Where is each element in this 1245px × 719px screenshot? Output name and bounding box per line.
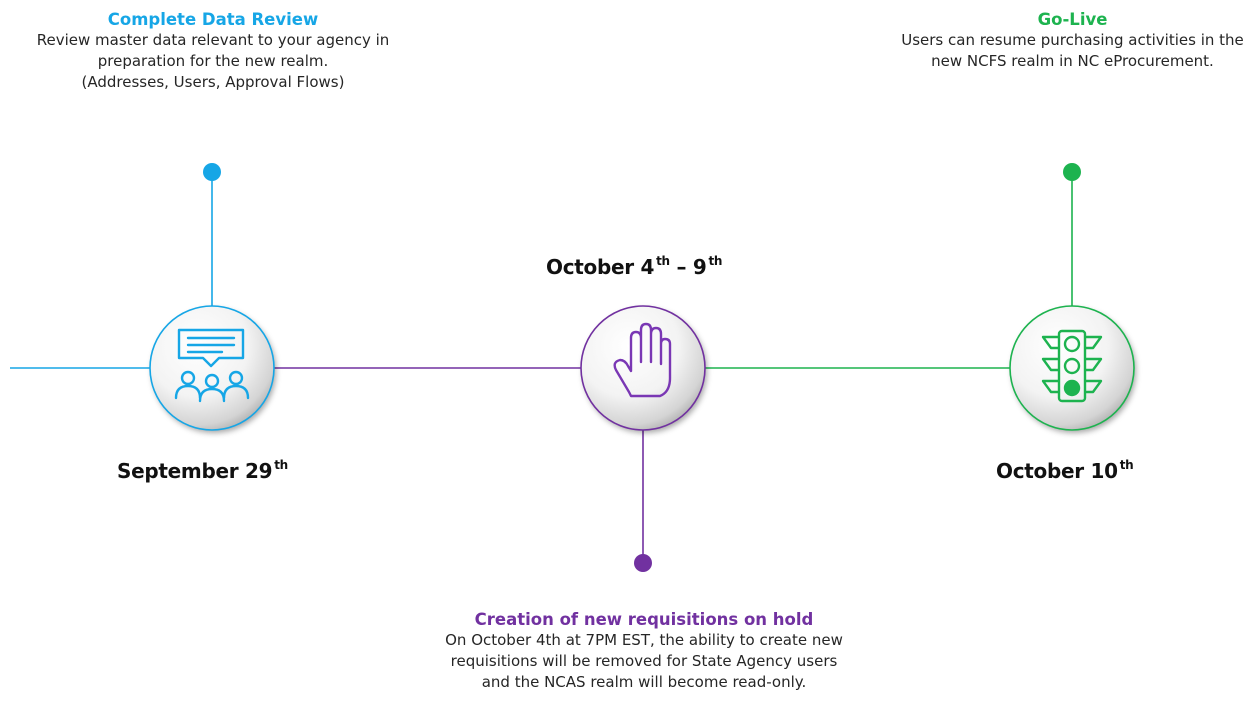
callout-title: Creation of new requisitions on hold xyxy=(474,610,814,629)
callout-body: Users can resume purchasing activities i… xyxy=(901,31,1244,70)
callout-title: Complete Data Review xyxy=(107,10,319,29)
callout-hold: Creation of new requisitions on hold On … xyxy=(445,609,843,693)
callout-title: Go-Live xyxy=(1037,10,1108,29)
discussion-people-icon xyxy=(174,328,250,403)
milestone-disc-go-live xyxy=(1009,305,1135,431)
traffic-light-icon xyxy=(1041,329,1103,403)
raised-hand-icon xyxy=(613,322,672,398)
dot-go-live xyxy=(1063,163,1081,181)
dot-hold xyxy=(634,554,652,572)
milestone-disc-data-review xyxy=(149,305,275,431)
callout-body: Review master data relevant to your agen… xyxy=(36,31,390,70)
callout-go-live: Go-Live Users can resume purchasing acti… xyxy=(900,9,1245,72)
callout-body-extra: (Addresses, Users, Approval Flows) xyxy=(81,73,345,91)
callout-body: On October 4th at 7PM EST, the ability t… xyxy=(445,631,843,691)
milestone-disc-hold xyxy=(580,305,706,431)
dot-data-review xyxy=(203,163,221,181)
callout-data-review: Complete Data Review Review master data … xyxy=(28,9,398,93)
